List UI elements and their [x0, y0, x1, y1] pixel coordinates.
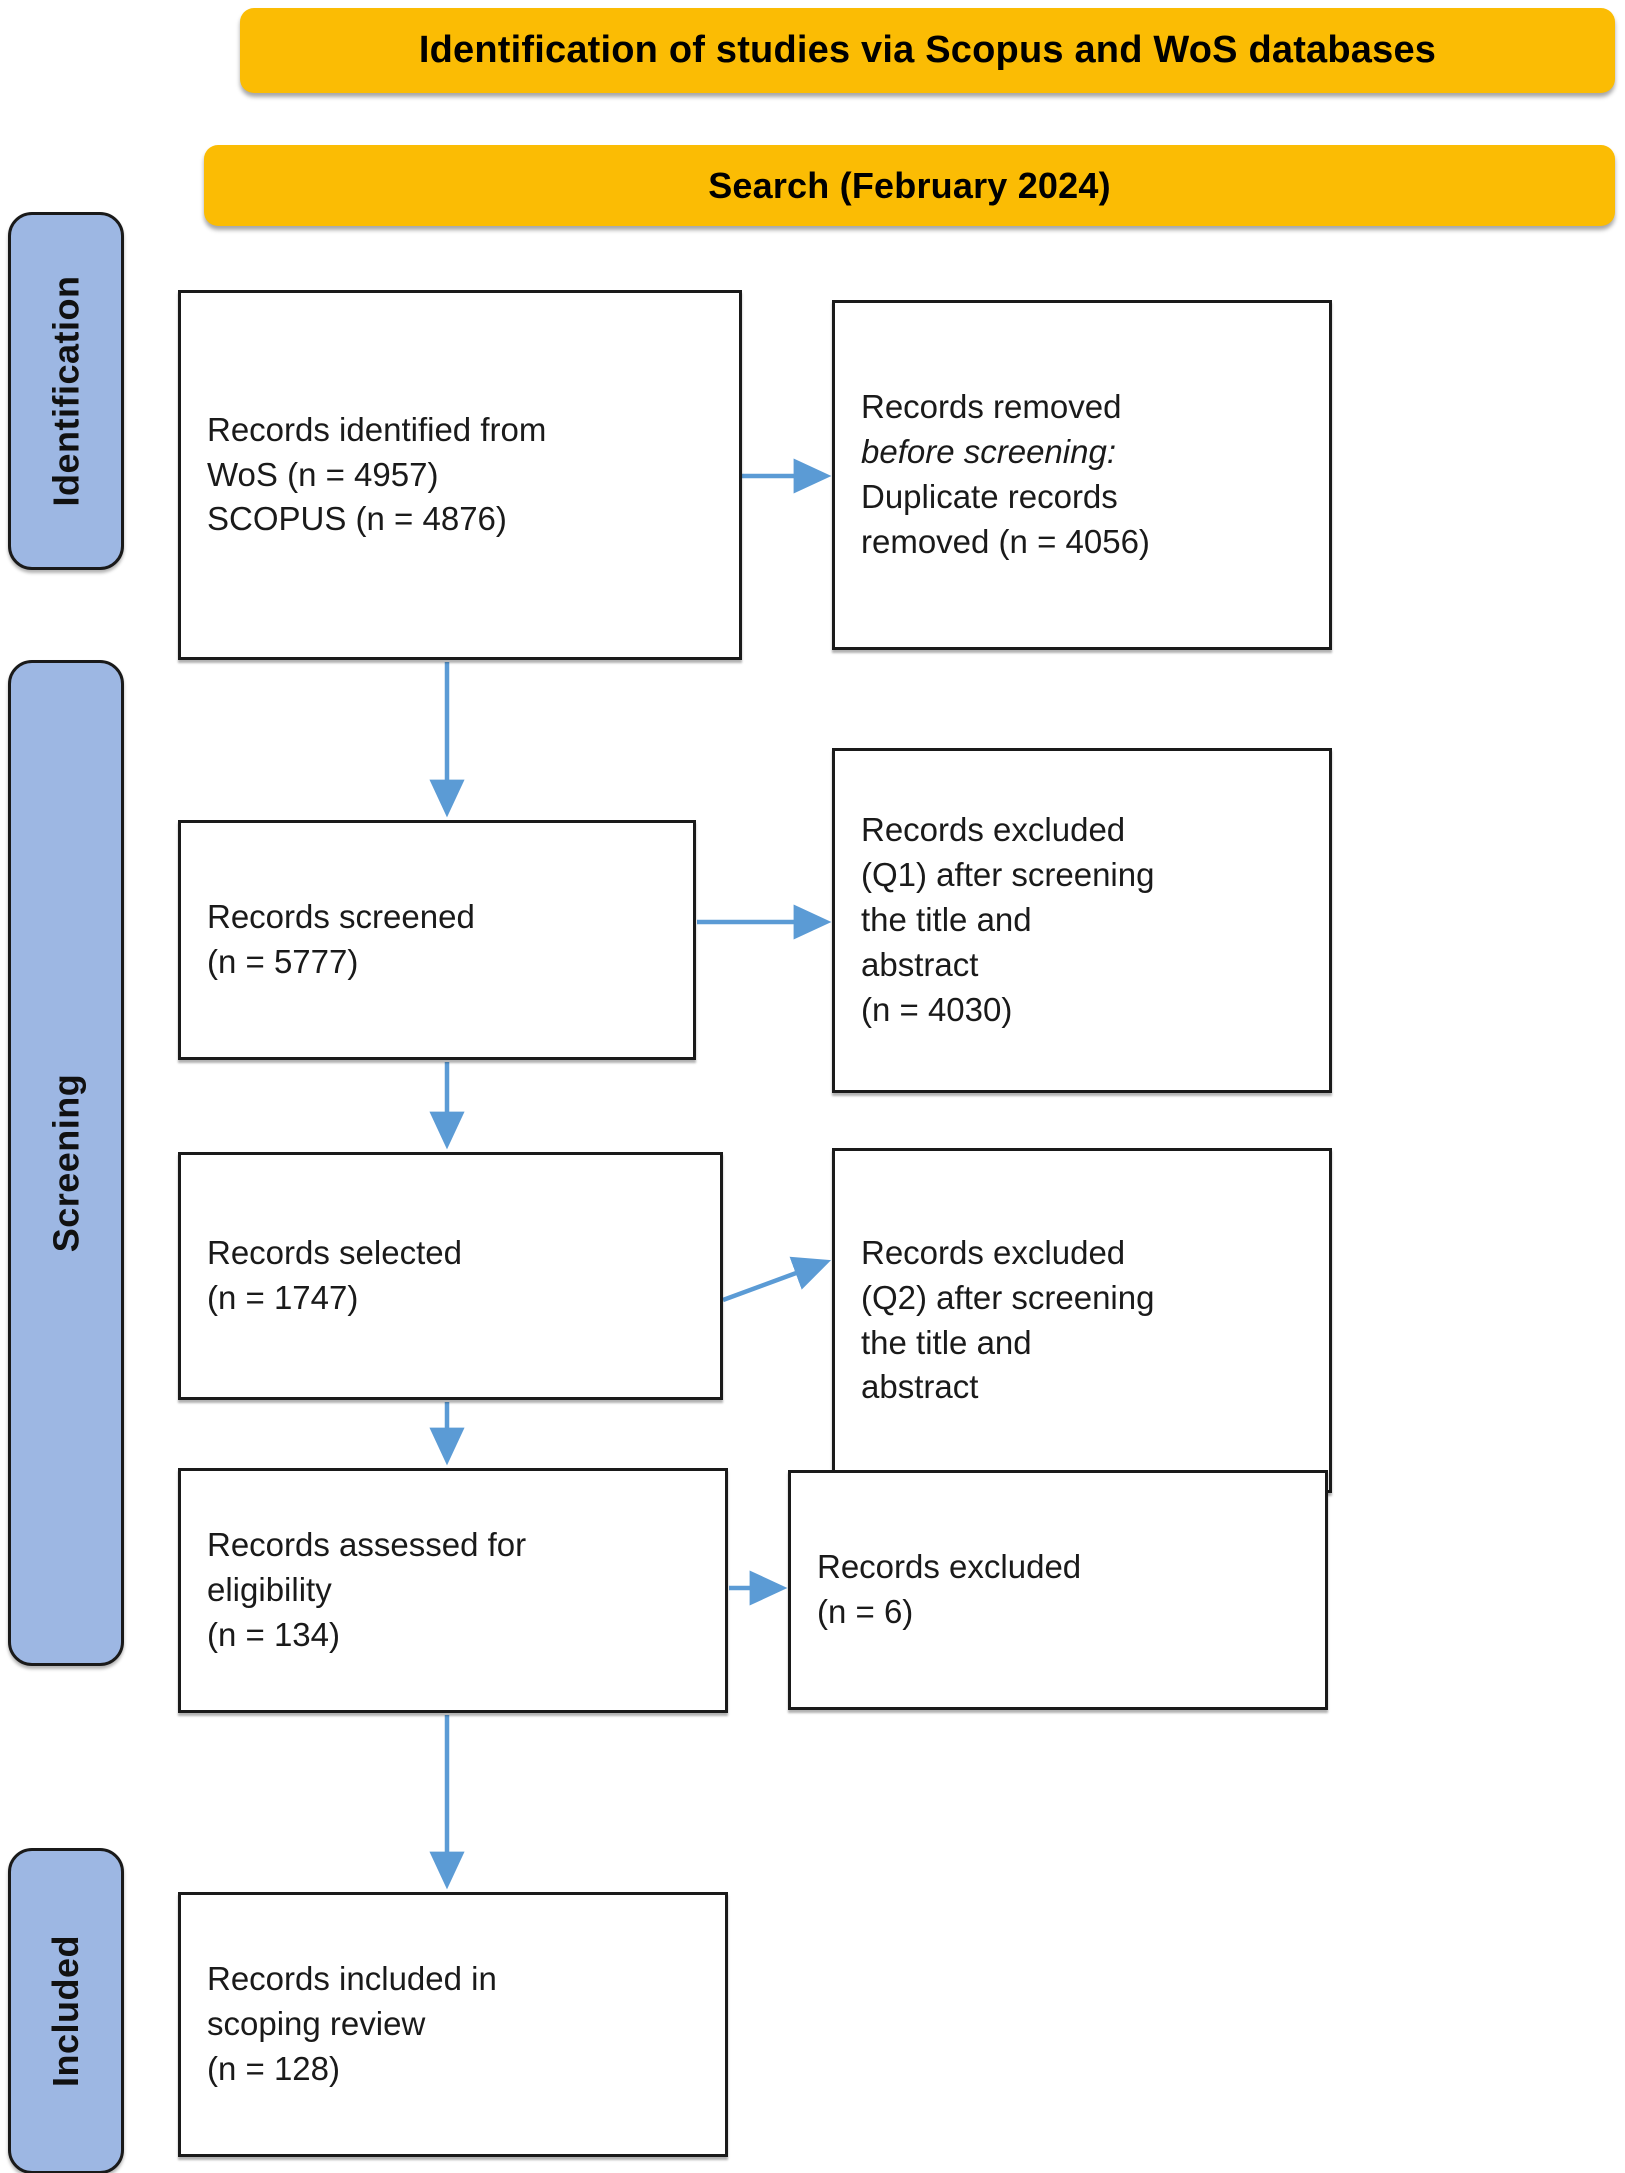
box-text-line: (n = 6)	[817, 1593, 914, 1630]
box-records-screened: Records screened (n = 5777)	[178, 820, 696, 1060]
box-text-line: Records included in	[207, 1960, 497, 1998]
box-records-excluded-q1: Records excluded (Q1) after screening the …	[832, 748, 1332, 1093]
box-text-line: the title and	[861, 1323, 1032, 1361]
box-text-line: removed (n = 4056)	[861, 522, 1150, 560]
box-text-line: Duplicate records	[861, 478, 1118, 515]
box-text-line: (n = 128)	[207, 2049, 340, 2087]
stage-rail-identification: Identification	[8, 212, 124, 570]
box-text-line: abstract	[861, 1368, 979, 1406]
box-text-line: Records excluded	[861, 1233, 1126, 1271]
stage-label-identification: Identification	[45, 275, 86, 507]
box-records-assessed: Records assessed for eligibility (n = 134)	[178, 1468, 728, 1713]
box-text-line: (Q2) after screening	[861, 1278, 1155, 1316]
box-records-removed: Records removed before screening: Duplicat…	[832, 300, 1332, 650]
box-text-line: (n = 134)	[207, 1615, 340, 1653]
box-text-line: before screening:	[861, 433, 1116, 471]
box-text-line: the title and	[861, 901, 1032, 939]
stage-rail-screening: Screening	[8, 660, 124, 1666]
box-text-line: (n = 1747)	[207, 1279, 359, 1316]
box-text-line: Records identified from	[207, 410, 547, 448]
box-records-included: Records included in scoping review (n = 12…	[178, 1892, 728, 2157]
box-text-line: scoping review	[207, 2005, 426, 2043]
box-text-line: (Q1) after screening	[861, 856, 1155, 894]
box-text-line: Records excluded	[861, 811, 1126, 849]
box-records-excluded-q2: Records excluded (Q2) after screening the …	[832, 1148, 1332, 1493]
box-text-line: SCOPUS (n = 4876)	[207, 500, 507, 538]
stage-rail-included: Included	[8, 1848, 124, 2173]
box-text-line: Records screened	[207, 898, 475, 936]
box-text-line: Records excluded	[817, 1548, 1082, 1586]
box-text-line: (n = 4030)	[861, 990, 1013, 1028]
box-text-line: eligibility	[207, 1571, 332, 1609]
box-text-line: WoS (n = 4957)	[207, 455, 439, 493]
stage-label-included: Included	[45, 1934, 87, 2088]
box-text-line: Records assessed for	[207, 1526, 527, 1564]
box-text-line: Records removed	[861, 388, 1122, 426]
box-text-line: abstract	[861, 945, 979, 983]
banner-search: Search (February 2024)	[204, 145, 1615, 226]
banner-identification: Identification of studies via Scopus and…	[240, 8, 1615, 93]
box-text-line: (n = 5777)	[207, 943, 359, 980]
box-text-line: Records selected	[207, 1234, 462, 1272]
stage-label-screening: Screening	[45, 1073, 86, 1253]
box-records-selected: Records selected (n = 1747)	[178, 1152, 723, 1400]
box-records-excluded-fulltext: Records excluded (n = 6)	[788, 1470, 1328, 1710]
